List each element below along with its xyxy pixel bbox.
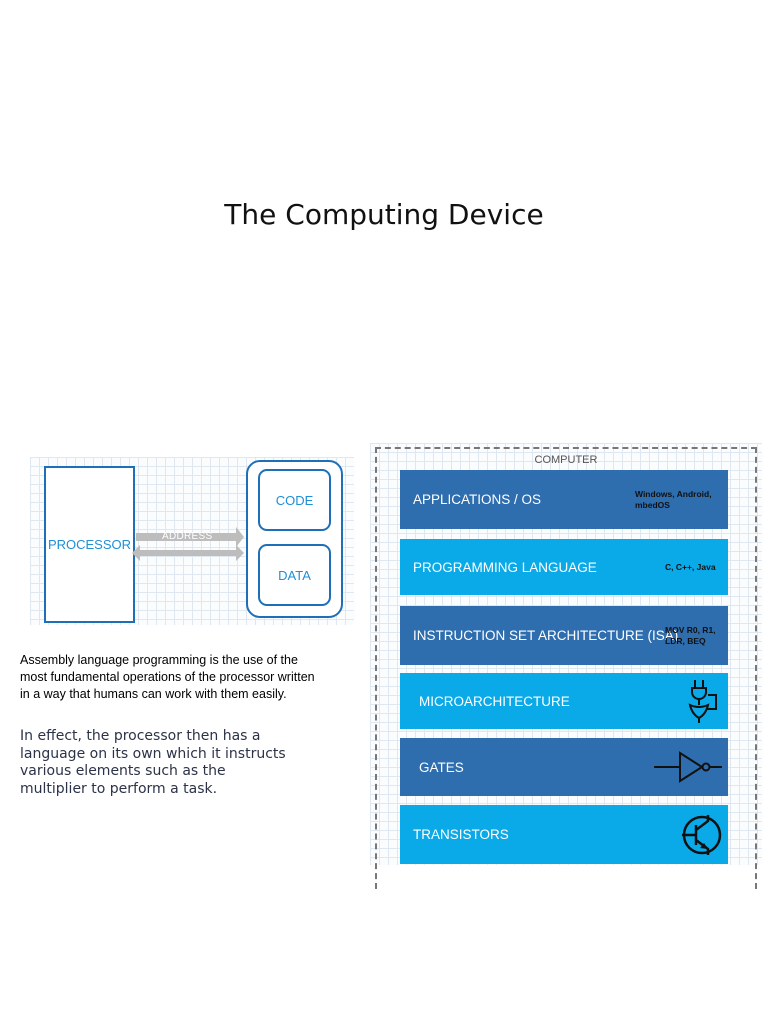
- not-gate-icon: [654, 751, 722, 783]
- logic-circuit-icon: [688, 680, 717, 723]
- layer-note: C, C++, Java: [665, 561, 716, 572]
- layer-microarchitecture: MICROARCHITECTURE: [400, 673, 728, 729]
- body-paragraph-2: In effect, the processor then has a lang…: [20, 728, 286, 797]
- data-label: DATA: [278, 567, 311, 583]
- memory-box: CODE DATA: [246, 460, 343, 618]
- layer-gates: GATES: [400, 738, 728, 796]
- address-label: ADDRESS: [162, 531, 213, 542]
- layer-name: GATES: [419, 759, 464, 775]
- data-box: DATA: [258, 544, 331, 606]
- transistor-icon: [682, 815, 722, 855]
- body-paragraph-1: Assembly language programming is the use…: [20, 653, 315, 701]
- layer-name: PROGRAMMING LANGUAGE: [413, 559, 597, 575]
- computer-header: COMPUTER: [534, 454, 598, 466]
- layer-isa: INSTRUCTION SET ARCHITECTURE (ISA) MOV R…: [400, 606, 728, 665]
- layer-note: Windows, Android, mbedOS: [635, 488, 712, 510]
- slide-title: The Computing Device: [224, 198, 544, 231]
- layer-name: MICROARCHITECTURE: [419, 693, 570, 709]
- data-arrow: [132, 545, 244, 561]
- layer-programming-language: PROGRAMMING LANGUAGE C, C++, Java: [400, 539, 728, 595]
- layer-name: APPLICATIONS / OS: [413, 492, 542, 507]
- computer-dashed-border: [375, 447, 757, 889]
- code-box: CODE: [258, 469, 331, 531]
- processor-memory-diagram: PROCESSOR ADDRESS CODE DATA: [30, 457, 354, 625]
- code-label: CODE: [275, 492, 314, 508]
- layer-name: INSTRUCTION SET ARCHITECTURE (ISA): [413, 628, 679, 643]
- address-data-arrows: [132, 527, 244, 561]
- layer-applications-os: APPLICATIONS / OS Windows, Android, mbed…: [400, 470, 728, 529]
- layer-name: TRANSISTORS: [413, 827, 509, 842]
- layer-transistors: TRANSISTORS: [400, 805, 728, 864]
- computer-abstraction-stack: COMPUTER APPLICATIONS / OS Windows, Andr…: [370, 443, 762, 889]
- address-arrow: [136, 527, 244, 547]
- layer-note: MOV R0, R1, LDR, BEQ: [665, 624, 716, 646]
- processor-label: PROCESSOR: [47, 537, 132, 552]
- processor-box: PROCESSOR: [44, 466, 135, 623]
